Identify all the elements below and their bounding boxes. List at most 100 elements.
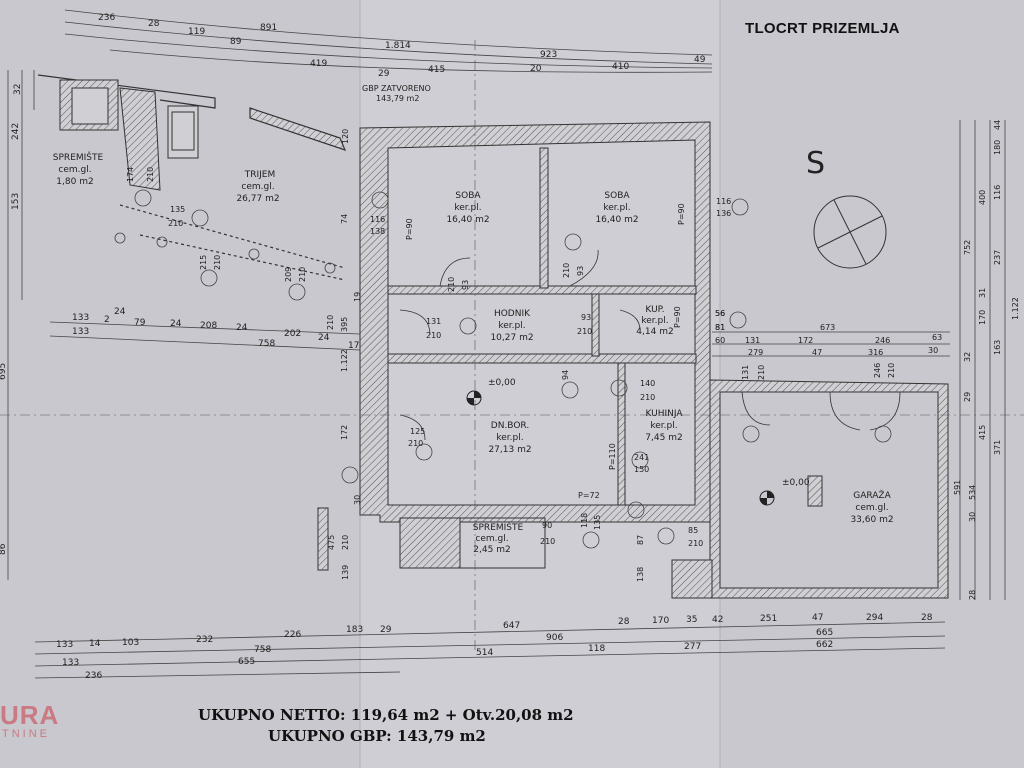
dim-label: 1.814 — [385, 41, 411, 51]
plan-label: 210 — [540, 537, 555, 546]
dim-label: 24 — [318, 333, 330, 343]
right-dimension-labels: 44 180 116 400 752 237 31 170 32 1.122 1… — [953, 120, 1020, 600]
plan-label: 665 — [816, 628, 833, 638]
plan-label: 133 — [62, 658, 79, 668]
plan-label: 94 — [561, 370, 570, 380]
plan-label: 116 — [716, 197, 731, 206]
plan-label: 215 — [199, 255, 208, 270]
plan-label: cem.gl. — [58, 165, 91, 175]
plan-label: 118 — [588, 644, 605, 654]
plan-label: KUHINJA — [645, 409, 683, 419]
total-netto: UKUPNO NETTO: 119,64 m2 + Otv.20,08 m2 — [198, 706, 574, 724]
plan-label: 210 — [213, 255, 222, 270]
plan-label: 758 — [254, 645, 271, 655]
plan-label: 28 — [921, 613, 933, 623]
plan-label: P=90 — [677, 203, 686, 225]
plan-label: 136 — [716, 209, 731, 218]
plan-label: 131 — [741, 365, 750, 380]
plan-label: 170 — [978, 310, 987, 325]
plan-label: 133 — [56, 640, 73, 650]
plan-label: 210 — [341, 535, 350, 550]
plan-label: 400 — [978, 190, 987, 205]
plan-label: 172 — [340, 425, 349, 440]
plan-label: 131 — [745, 336, 760, 345]
plan-label: SPREMIŠTE — [473, 521, 524, 533]
plan-label: 35 — [686, 615, 697, 625]
plan-label: 316 — [868, 348, 883, 357]
plan-label: 14 — [89, 639, 101, 649]
plan-label: 90 — [542, 521, 552, 530]
agency-logo: URA — [0, 700, 60, 730]
bottom-dimension-labels-row3: 133 514 118 277 662 — [62, 640, 833, 668]
plan-label: 118 — [580, 513, 589, 528]
plan-label: 752 — [963, 240, 972, 255]
dim-label: 236 — [98, 13, 115, 23]
plan-label: 209 — [284, 267, 293, 282]
plan-label: cem.gl. — [241, 182, 274, 192]
left-dimension-labels: 32 242 153 695 86 — [0, 84, 23, 555]
plan-label: 226 — [284, 630, 301, 640]
plan-label: SOBA — [455, 191, 481, 201]
plan-label: 138 — [370, 227, 385, 236]
top-dimension-lines — [64, 9, 713, 73]
dim-label: 695 — [0, 363, 8, 380]
dim-label: 2 — [104, 315, 110, 325]
plan-label: 183 — [346, 625, 363, 635]
plan-label: 232 — [196, 635, 213, 645]
plan-label: 74 — [340, 214, 349, 224]
plan-label: 210 — [298, 267, 307, 282]
garage-walls — [671, 379, 949, 599]
compass-rose — [813, 195, 887, 269]
total-gbp: UKUPNO GBP: 143,79 m2 — [268, 727, 486, 745]
plan-label: ker.pl. — [498, 321, 525, 331]
trijem-outline — [37, 74, 347, 281]
plan-label: 93 — [581, 313, 591, 322]
plan-label: 56 — [715, 309, 725, 318]
dim-label: 32 — [13, 84, 23, 95]
plan-label: 87 — [636, 535, 645, 545]
plan-label: 81 — [715, 323, 725, 332]
plan-label: 139 — [341, 565, 350, 580]
garage-door-swings — [741, 391, 901, 431]
gbp-value: 143,79 m2 — [376, 94, 419, 103]
plan-label: 591 — [953, 480, 962, 495]
plan-label: 19 — [353, 292, 362, 302]
plan-label: 172 — [798, 336, 813, 345]
plan-label: 60 — [715, 336, 725, 345]
plan-label: 246 — [875, 336, 890, 345]
dim-label: 133 — [72, 313, 89, 323]
stair-top-left — [59, 79, 199, 191]
plan-label: HODNIK — [494, 309, 531, 319]
left-dimension-lines — [7, 70, 35, 580]
plan-label: SOBA — [604, 191, 630, 201]
plan-label: cem.gl. — [855, 503, 888, 513]
plan-label: ±0,00 — [782, 478, 810, 488]
plan-label: SPREMIŠTE — [53, 151, 104, 163]
room-dn-bor: DN.BOR.ker.pl.27,13 m2 — [488, 421, 531, 455]
house-walls — [359, 121, 711, 523]
plan-label: P=90 — [673, 306, 682, 328]
plan-label: 28 — [618, 617, 630, 627]
dim-label: 415 — [428, 65, 445, 75]
sheet-title: TLOCRT PRIZEMLJA — [745, 20, 900, 37]
dim-label: 24 — [236, 323, 248, 333]
plan-label: 647 — [503, 621, 520, 631]
plan-label: 47 — [812, 348, 822, 357]
plan-label: 81 — [715, 323, 725, 332]
plan-label: 210 — [146, 167, 155, 182]
plan-label: 125 — [410, 427, 425, 436]
agency-logo-sub: TNINE — [2, 728, 50, 740]
plan-label: ker.pl. — [454, 203, 481, 213]
stair-bottom — [317, 507, 546, 571]
dim-label: 29 — [378, 69, 390, 79]
dim-label: 24 — [170, 319, 182, 329]
mid-left-dimension-labels: 133 2 24 79 24 208 24 202 24 133 758 171 — [72, 307, 365, 351]
bottom-dimension-labels-row4: 236 655 — [85, 657, 255, 681]
plan-label: 170 — [652, 616, 669, 626]
dim-label: 208 — [200, 321, 217, 331]
